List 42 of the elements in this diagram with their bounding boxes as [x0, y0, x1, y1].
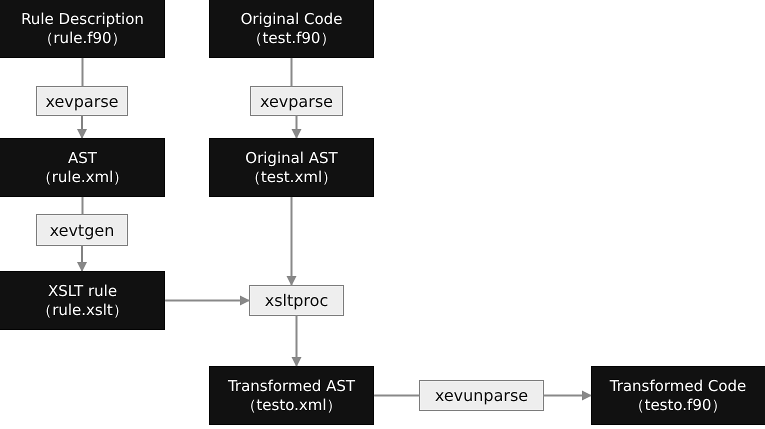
file-name: （test.xml）	[246, 168, 338, 186]
file-name: （rule.f90）	[38, 29, 127, 48]
arrow	[544, 390, 592, 400]
node-title: XSLT rule	[48, 282, 118, 300]
file-box	[0, 138, 165, 197]
node-title: Original Code	[240, 10, 342, 29]
node-title: Transformed Code	[610, 376, 746, 396]
connector-line	[290, 58, 292, 86]
node-title: xsltproc	[264, 291, 328, 310]
file-box	[209, 0, 374, 58]
file-name: （testo.f90）	[630, 396, 726, 414]
arrow	[292, 316, 302, 367]
arrow	[292, 116, 302, 139]
node-title: xevparse	[260, 92, 333, 110]
tool-box	[250, 86, 343, 116]
node-title: Original AST	[245, 148, 338, 168]
file-box	[209, 138, 374, 197]
tool-box	[419, 380, 544, 411]
file-name: （test.f90）	[248, 29, 336, 48]
arrow	[286, 197, 296, 286]
node-title: xevparse	[45, 92, 118, 110]
node-title: Transformed AST	[228, 376, 356, 396]
file-box	[0, 271, 165, 330]
file-name: （testo.xml）	[241, 396, 342, 414]
node-title: xevtgen	[50, 220, 114, 240]
file-name: （rule.xml）	[36, 168, 128, 186]
tool-box	[36, 214, 128, 246]
arrow	[77, 246, 87, 272]
node-title: Rule Description	[21, 10, 144, 29]
connector-line	[82, 58, 84, 86]
node-title: xevunparse	[434, 386, 528, 405]
arrow	[165, 296, 250, 306]
arrow	[77, 116, 87, 139]
file-box	[209, 366, 374, 425]
tool-box	[249, 285, 344, 316]
connector-line	[82, 197, 84, 214]
file-box	[591, 366, 765, 425]
node-title: AST	[68, 148, 97, 168]
file-box	[0, 0, 165, 58]
tool-box	[36, 86, 128, 116]
connector-line	[374, 394, 419, 396]
file-name: （rule.xslt）	[37, 300, 128, 320]
